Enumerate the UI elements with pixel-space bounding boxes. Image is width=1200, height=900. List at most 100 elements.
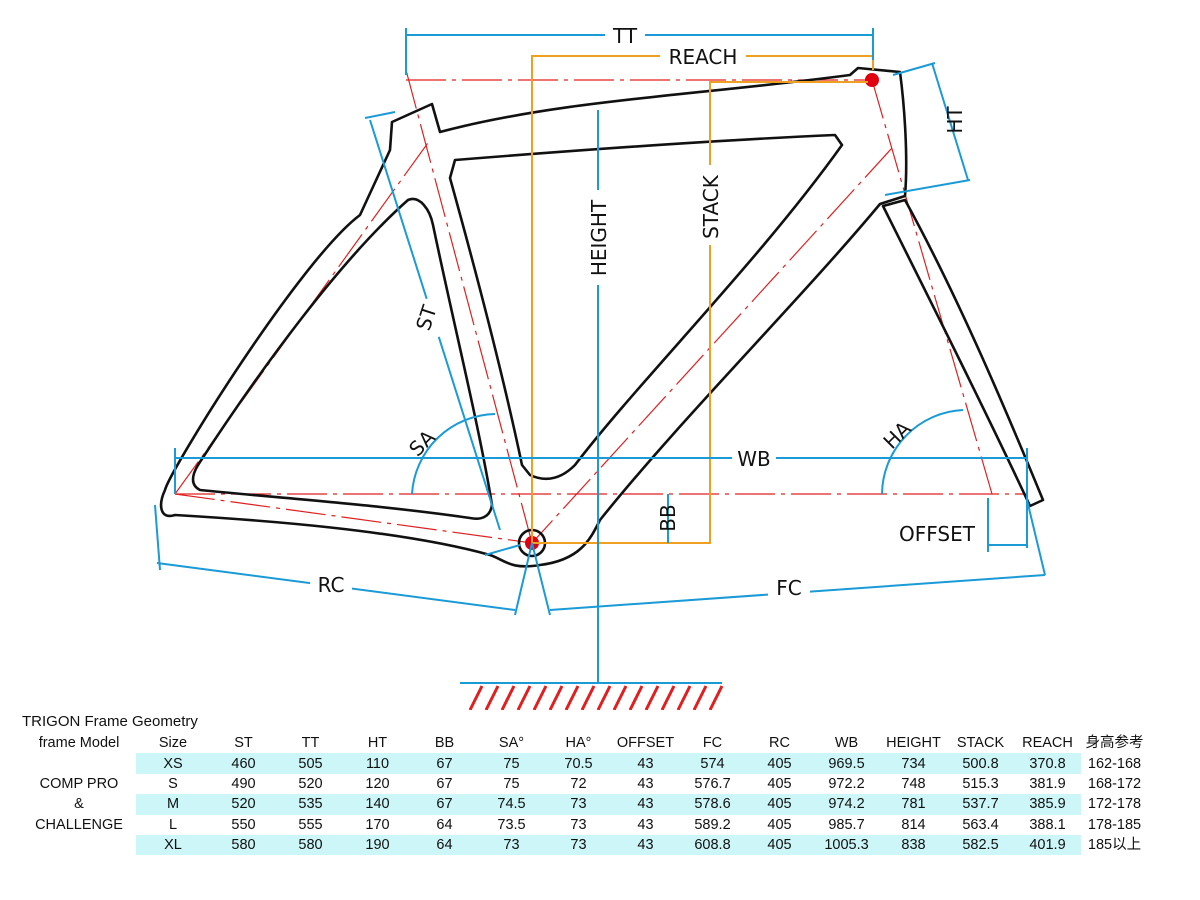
table-cell: 172-178 [1087,796,1142,813]
table-cell: 67 [411,753,478,774]
table-cell: 381.9 [1029,775,1066,792]
hatch-mark [484,685,500,710]
model-cell: COMP PRO [39,775,119,792]
table-cell: 576.7 [694,775,731,792]
hatch-mark [468,685,484,710]
column-header: FC [702,735,723,752]
table-cell: 582.5 [947,834,1014,856]
label-bb: BB [656,504,680,531]
hatch-mark [692,685,708,710]
table-cell: 170 [365,816,390,833]
table-cell: 574 [679,753,746,774]
label-wb: WB [737,447,771,471]
dimension-lines [154,28,1046,683]
table-cell: 578.6 [679,794,746,815]
hatch-mark [580,685,596,710]
table-cell: 74.5 [478,794,545,815]
table-cell: 608.8 [679,834,746,856]
hatch-mark [548,685,564,710]
table-cell: 75 [478,753,545,774]
table-cell: 563.4 [962,816,999,833]
table-cell: 505 [277,753,344,774]
model-cell [22,753,136,773]
table-cell: 110 [344,753,411,774]
label-tt: TT [612,24,638,48]
hatch-mark [564,685,580,710]
table-cell: 520 [210,794,277,815]
table-cell: 537.7 [947,794,1014,815]
table-cell: 460 [210,753,277,774]
label-ht: HT [943,106,967,134]
table-cell: S [168,775,178,792]
column-header: frame Model [38,735,120,752]
hatch-mark [660,685,676,710]
bike-frame [159,66,1045,568]
table-cell: 75 [503,775,520,792]
table-cell: XS [136,753,210,774]
model-cell: & [74,796,84,813]
headtube-top-dot [865,73,879,87]
table-cell: 43 [612,834,679,856]
model-cell: CHALLENGE [35,816,123,833]
hatch-mark [644,685,660,710]
table-cell: 589.2 [694,816,731,833]
table-cell: 405 [767,775,792,792]
table-cell: 814 [901,816,926,833]
table-cell: 73.5 [497,816,526,833]
label-sa: SA [404,425,440,461]
hatch-mark [596,685,612,710]
table-cell: 64 [436,816,453,833]
table-cell: 162-168 [1087,755,1142,772]
table-cell: 734 [880,753,947,774]
table-cell: 168-172 [1087,775,1142,792]
column-header: HEIGHT [886,735,941,752]
label-stack: STACK [699,174,723,239]
table-cell: 140 [344,794,411,815]
hatch-mark [676,685,692,710]
reach-stack-lines [531,55,874,544]
table-cell: 580 [210,834,277,856]
column-header: REACH [1022,735,1073,752]
table-cell: 64 [411,834,478,856]
column-header: Size [158,735,188,752]
table-cell: 1005.3 [813,834,880,856]
table-cell: 748 [901,775,926,792]
table-cell: 535 [277,794,344,815]
table-cell: 178-185 [1087,816,1142,833]
table-cell: 73 [545,834,612,856]
table-cell: 120 [365,775,390,792]
geometry-table-title: TRIGON Frame Geometry [22,713,198,730]
table-cell: L [168,816,178,833]
label-fc: FC [776,576,801,600]
hatch-mark [516,685,532,710]
label-offset: OFFSET [899,522,976,546]
hatch-mark [532,685,548,710]
table-cell: 972.2 [828,775,865,792]
hatch-mark [628,685,644,710]
label-reach: REACH [669,45,738,69]
label-ha: HA [878,416,916,454]
table-cell: 190 [344,834,411,856]
table-cell: 550 [231,816,256,833]
column-header: ST [234,735,253,752]
table-cell: 185以上 [1087,837,1142,854]
table-cell: 580 [277,834,344,856]
column-header: STACK [956,735,1005,752]
table-cell: 67 [436,775,453,792]
table-cell: 405 [746,834,813,856]
table-cell: 405 [746,753,813,774]
column-header: BB [434,735,455,752]
label-height: HEIGHT [587,199,611,276]
table-cell: 405 [767,816,792,833]
table-cell: 490 [231,775,256,792]
table-cell: 520 [298,775,323,792]
table-cell: 969.5 [813,753,880,774]
table-cell: 401.9 [1014,834,1081,856]
table-cell: 388.1 [1029,816,1066,833]
column-header: HA° [565,735,592,752]
